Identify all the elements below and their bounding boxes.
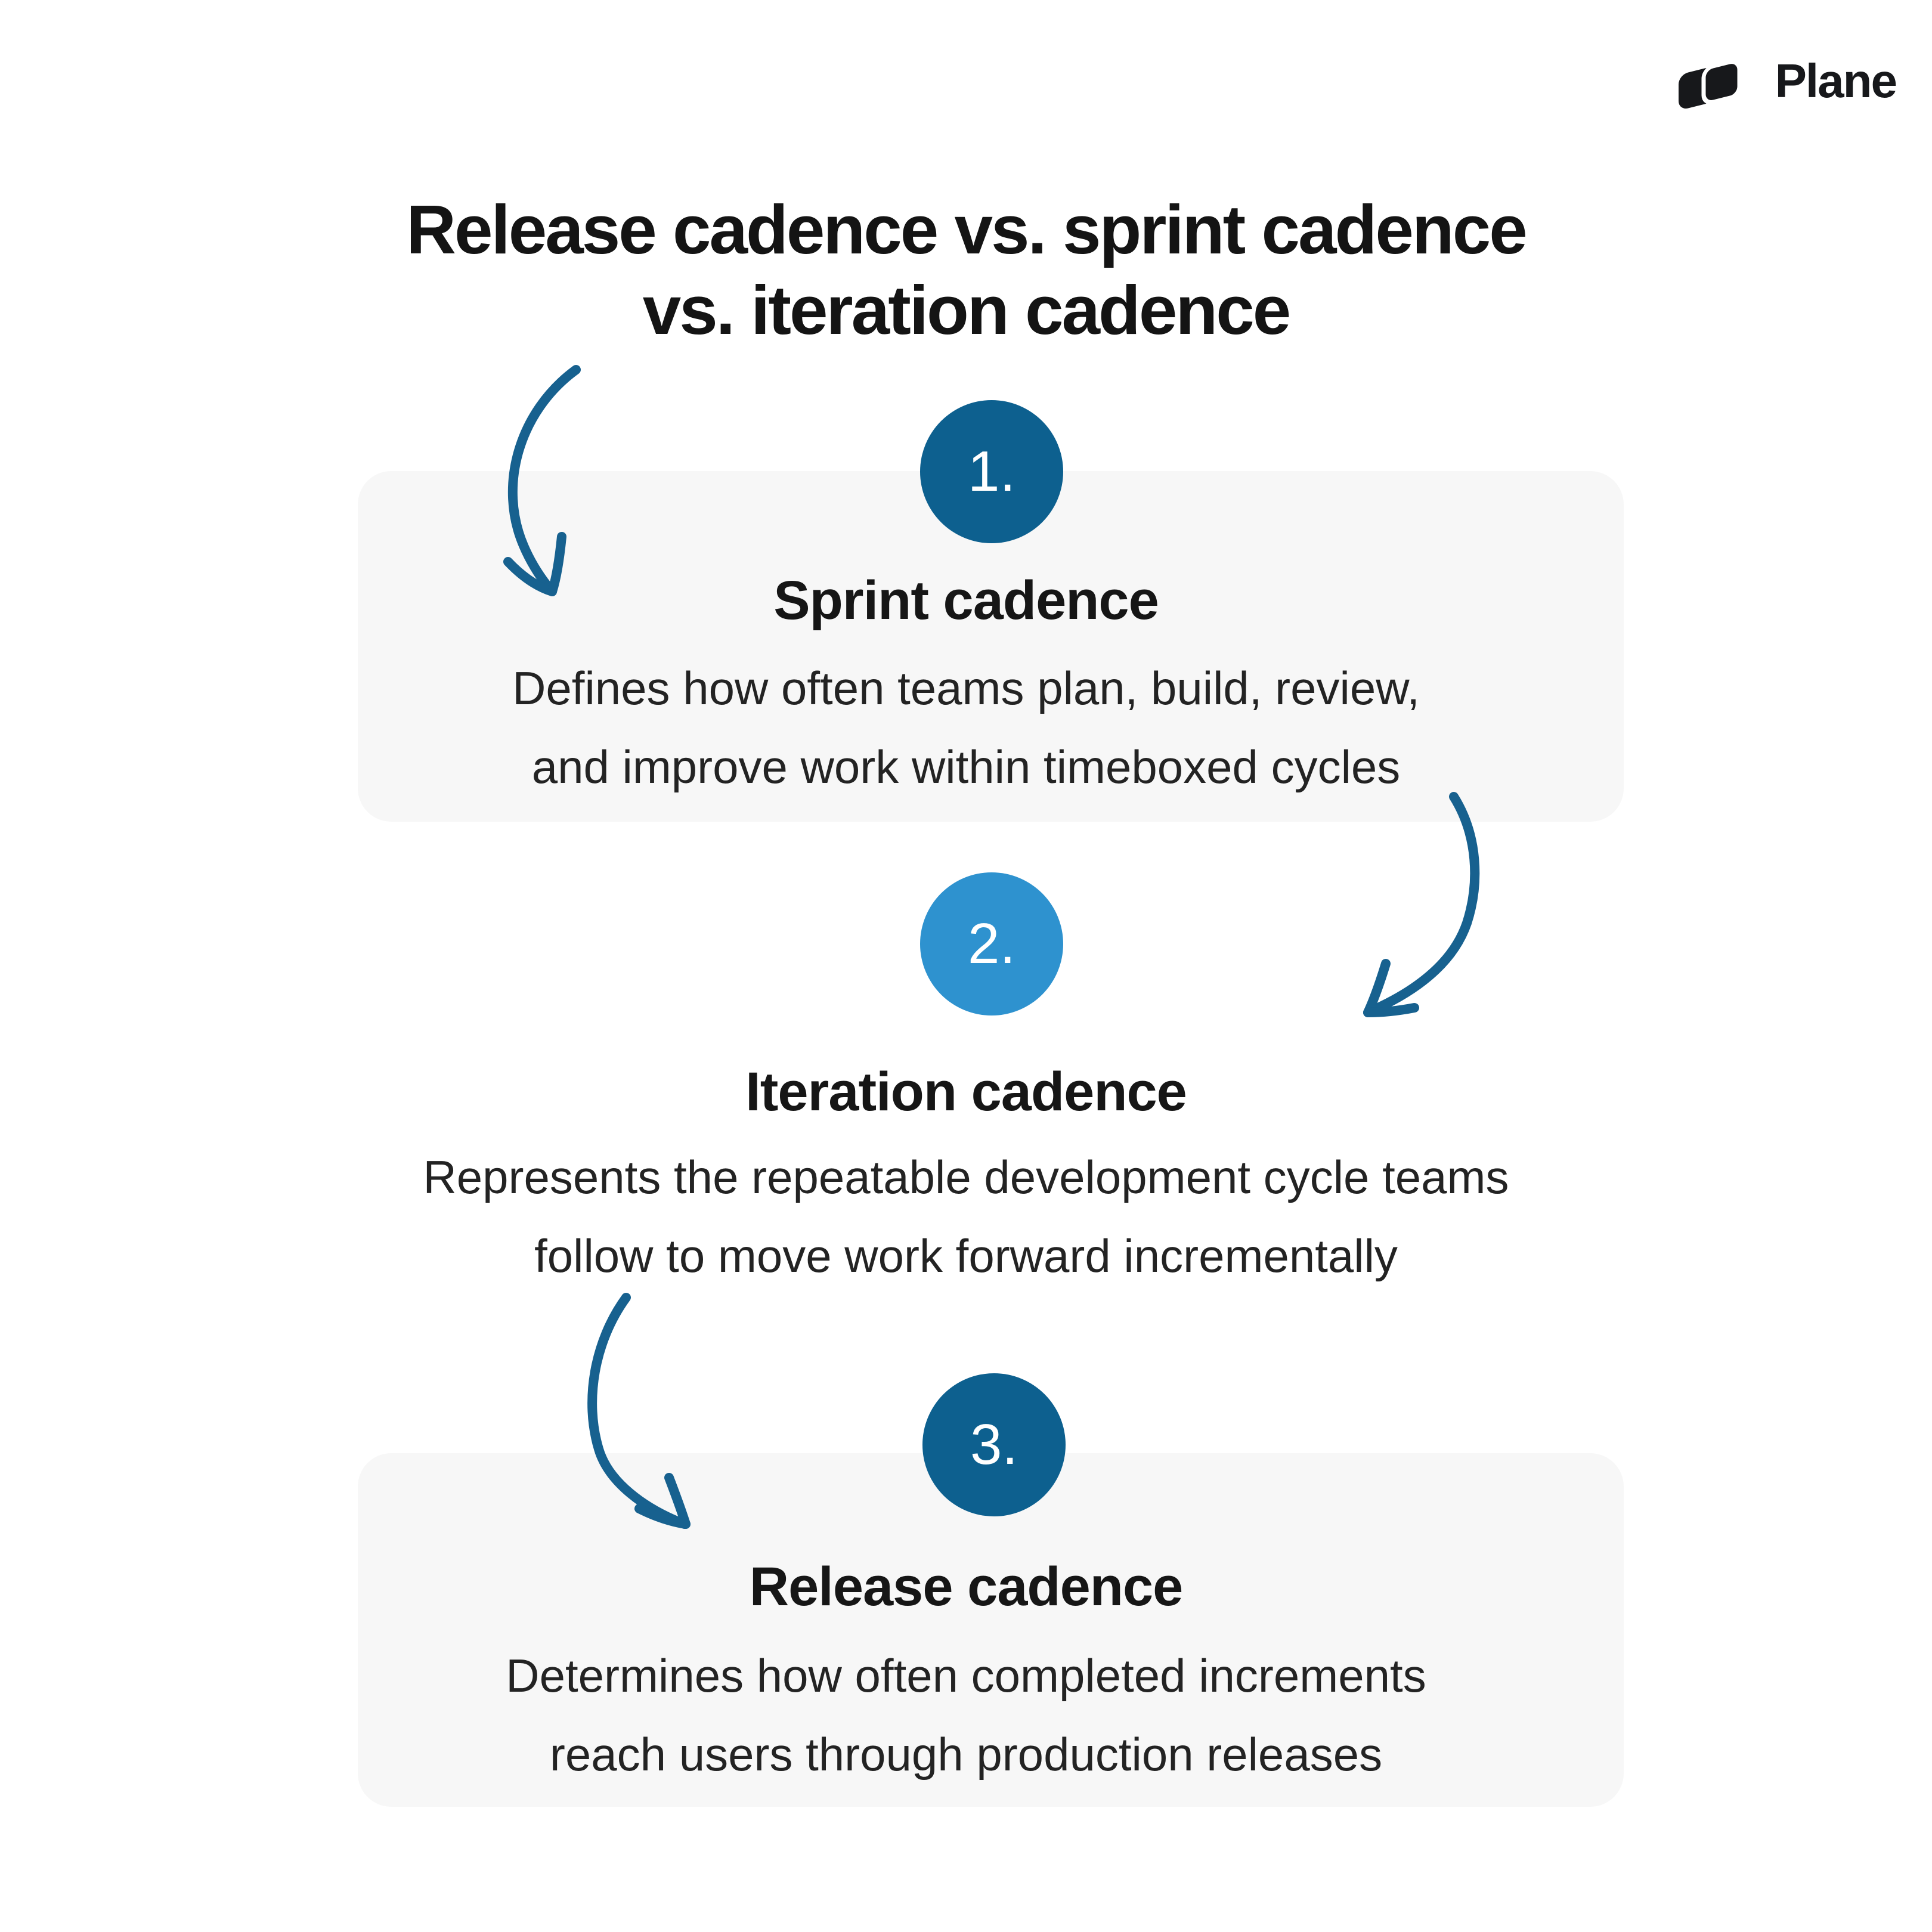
step-1-number: 1. bbox=[967, 439, 1016, 503]
step-2-badge: 2. bbox=[920, 872, 1063, 1015]
release-cadence-description-line-1: Determines how often completed increment… bbox=[506, 1649, 1426, 1702]
step-3-number: 3. bbox=[970, 1413, 1018, 1476]
iteration-cadence-description-line-1: Represents the repeatable development cy… bbox=[423, 1151, 1509, 1203]
iteration-cadence-description-line-2: follow to move work forward incrementall… bbox=[534, 1230, 1398, 1282]
step-3-badge: 3. bbox=[922, 1373, 1066, 1516]
iteration-cadence-heading: Iteration cadence bbox=[745, 1061, 1187, 1122]
sprint-cadence-description-line-1: Defines how often teams plan, build, rev… bbox=[512, 662, 1420, 714]
plane-logo: Plane bbox=[1676, 52, 1897, 110]
release-cadence-description: Determines how often completed increment… bbox=[0, 1636, 1932, 1794]
page-title-line-2: vs. iteration cadence bbox=[642, 271, 1292, 349]
sprint-cadence-description-line-2: and improve work within timeboxed cycles bbox=[531, 741, 1401, 793]
step-2-number: 2. bbox=[967, 912, 1016, 976]
plane-logo-icon bbox=[1678, 59, 1742, 109]
sprint-cadence-description: Defines how often teams plan, build, rev… bbox=[0, 649, 1932, 806]
iteration-cadence-description: Represents the repeatable development cy… bbox=[0, 1138, 1932, 1295]
curved-arrow-2-icon bbox=[1363, 792, 1480, 1017]
release-cadence-description-line-2: reach users through production releases bbox=[549, 1728, 1383, 1781]
step-1-badge: 1. bbox=[920, 400, 1063, 543]
page-title-line-1: Release cadence vs. sprint cadence bbox=[406, 191, 1528, 268]
sprint-cadence-heading: Sprint cadence bbox=[773, 570, 1159, 631]
plane-wordmark: Plane bbox=[1775, 54, 1897, 107]
page-title: Release cadence vs. sprint cadence vs. i… bbox=[0, 190, 1932, 350]
release-cadence-heading: Release cadence bbox=[749, 1556, 1184, 1617]
